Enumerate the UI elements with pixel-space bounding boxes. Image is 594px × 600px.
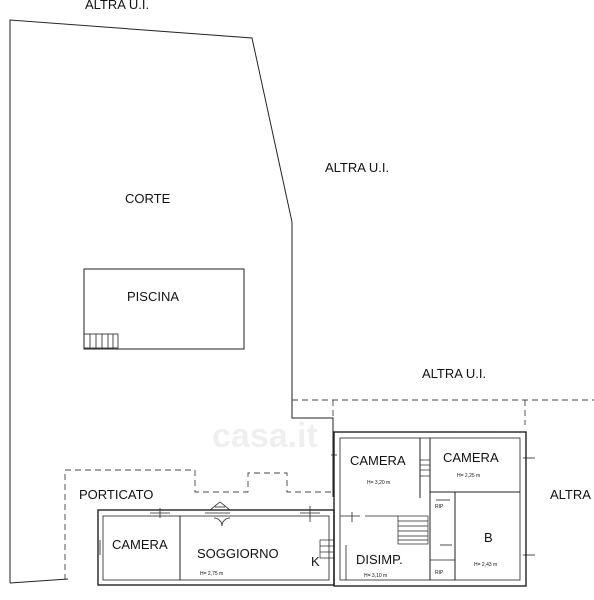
label-camera-right: CAMERA <box>443 450 499 465</box>
label-disimp: DISIMP. <box>356 552 403 567</box>
pool <box>83 268 245 350</box>
pool-steps <box>83 333 119 349</box>
label-disimp-height: H= 3,10 m <box>364 573 387 579</box>
label-b: B <box>484 530 493 545</box>
label-camera-mid: CAMERA <box>350 453 406 468</box>
label-k: K <box>311 554 320 569</box>
label-soggiorno: SOGGIORNO <box>197 546 279 561</box>
label-porticato: PORTICATO <box>79 487 153 502</box>
small-stairs <box>319 459 431 559</box>
label-altra-right-edge: ALTRA <box>550 487 591 502</box>
label-rip-lower: RIP <box>435 570 444 576</box>
windows <box>99 431 535 562</box>
label-altra-right-upper: ALTRA U.I. <box>325 160 389 175</box>
watermark: casa.it <box>212 417 318 455</box>
courtyard-boundary <box>9 19 334 583</box>
label-camera-left: CAMERA <box>112 537 168 552</box>
label-camera-mid-height: H= 3,20 m <box>367 480 390 486</box>
label-soggiorno-height: H= 2,75 m <box>200 571 223 577</box>
label-piscina: PISCINA <box>127 289 179 304</box>
label-corte: CORTE <box>125 191 171 206</box>
door-symbol <box>209 499 452 546</box>
label-b-height: H= 2,43 m <box>474 562 497 568</box>
dashed-boundaries <box>64 399 594 580</box>
label-rip-upper: RIP <box>435 504 444 510</box>
ground-line <box>9 578 69 584</box>
label-altra-top: ALTRA U.I. <box>85 0 149 12</box>
label-altra-right-mid: ALTRA U.I. <box>422 366 486 381</box>
label-camera-right-height: H= 2,25 m <box>457 473 480 479</box>
staircase <box>397 515 429 545</box>
